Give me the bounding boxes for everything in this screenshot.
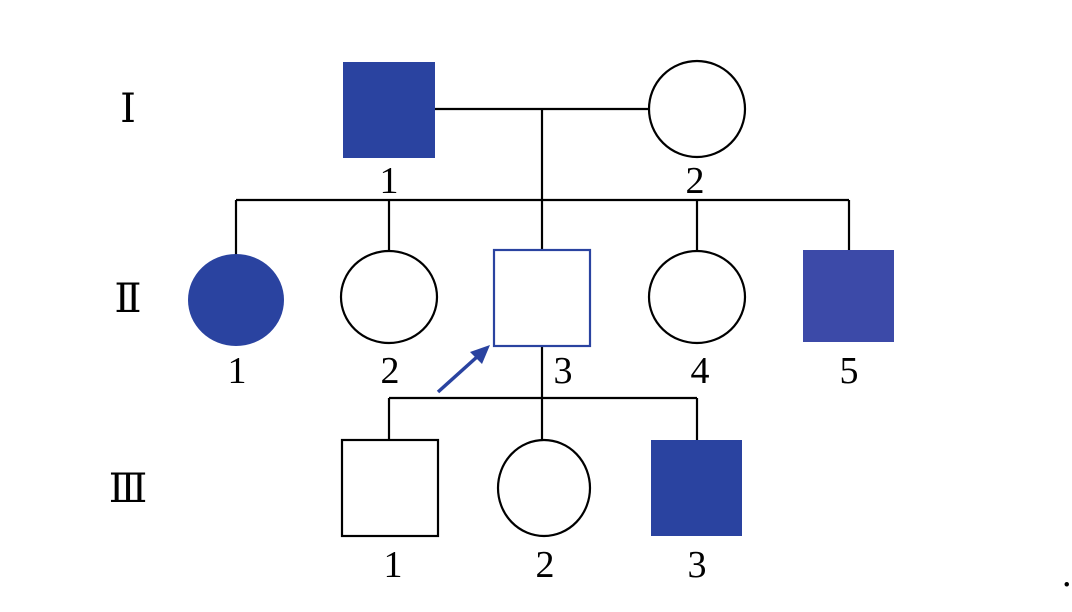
generation-label-1: Ⅰ bbox=[120, 86, 136, 132]
individual-I-1-affected-male bbox=[343, 62, 435, 158]
individual-number-II-1: 1 bbox=[228, 350, 247, 392]
individual-II-1-affected-female bbox=[188, 254, 284, 346]
individual-II-2-female bbox=[339, 249, 439, 345]
pedigree-lines bbox=[234, 107, 851, 440]
individual-number-II-3: 3 bbox=[554, 350, 573, 392]
individual-number-I-2: 2 bbox=[686, 160, 705, 202]
trailing-period: . bbox=[1062, 553, 1072, 595]
individual-I-2-female bbox=[647, 59, 747, 159]
individual-number-II-4: 4 bbox=[691, 350, 710, 392]
individual-number-I-1: 1 bbox=[380, 160, 399, 202]
individual-number-II-5: 5 bbox=[840, 350, 859, 392]
individual-number-III-1: 1 bbox=[384, 544, 403, 586]
individual-III-1-male bbox=[340, 438, 440, 538]
individual-number-II-2: 2 bbox=[381, 350, 400, 392]
individual-II-4-female bbox=[647, 249, 747, 345]
individual-II-5-affected-male bbox=[803, 250, 894, 342]
individual-number-III-2: 2 bbox=[536, 544, 555, 586]
individual-III-2-female bbox=[496, 438, 592, 538]
proband-arrow-icon bbox=[436, 345, 490, 394]
generation-label-3: Ⅲ bbox=[109, 466, 148, 512]
individual-number-III-3: 3 bbox=[688, 544, 707, 586]
generation-label-2: Ⅱ bbox=[114, 276, 141, 322]
individual-II-3-proband-male bbox=[492, 248, 592, 348]
individual-III-3-affected-male bbox=[651, 440, 742, 536]
